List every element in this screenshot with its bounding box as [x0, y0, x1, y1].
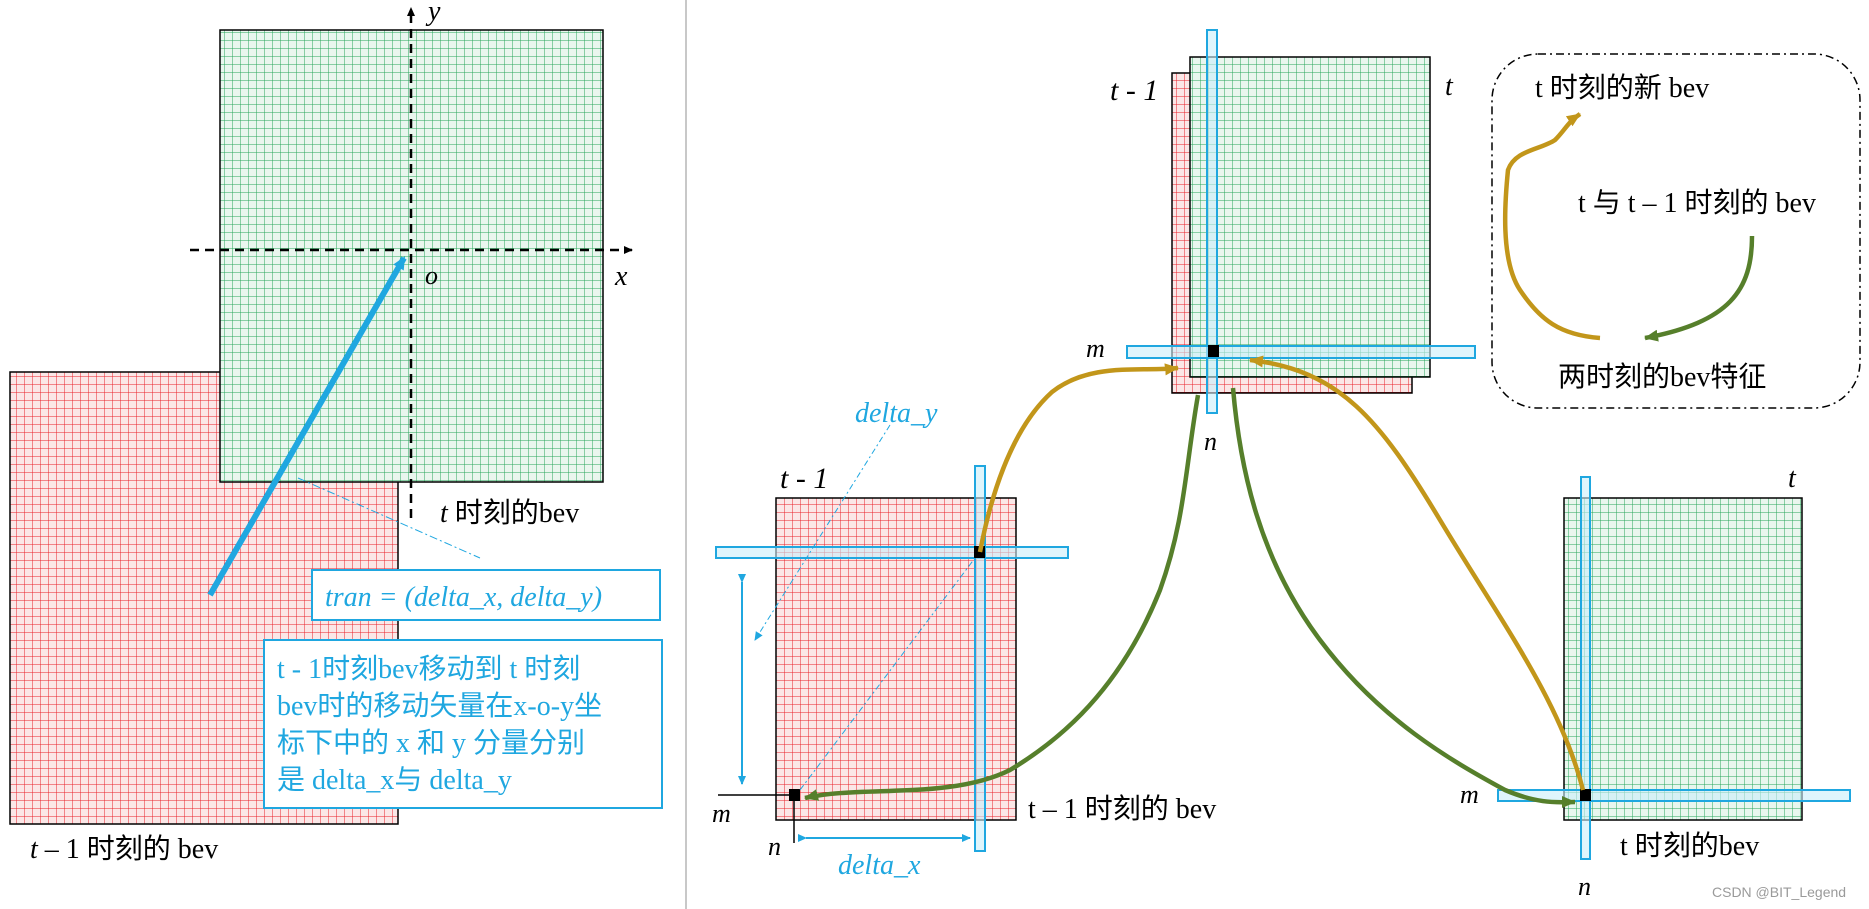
stack-green-bev-grid — [1189, 56, 1431, 378]
green-m-label: m — [1460, 780, 1479, 809]
stack-selected-cell — [1208, 345, 1219, 357]
y-axis-label: y — [425, 0, 441, 27]
leader-line — [297, 477, 481, 559]
red-row-strip — [715, 546, 1069, 559]
description-line: bev时的移动矢量在x-o-y坐 — [277, 690, 602, 722]
tran-label: tran = (delta_x, delta_y) — [325, 582, 602, 613]
description-box — [263, 639, 663, 809]
green-bev-caption: t 时刻的bev — [440, 497, 579, 529]
stack-label-t: t — [1445, 71, 1454, 102]
translation-vector — [207, 256, 407, 597]
red-title: t - 1 — [780, 462, 828, 495]
green-caption: t 时刻的bev — [1620, 830, 1759, 862]
red-caption: t – 1 时刻的 bev — [1028, 793, 1216, 825]
green-column-strip — [1580, 476, 1591, 860]
tran-box — [311, 569, 661, 621]
stack-n-label: n — [1204, 427, 1217, 456]
description-line: 是 delta_x与 delta_y — [277, 765, 512, 796]
right-panel: t - 1 t m n t - 1 t – 1 时刻的 bev m n delt… — [712, 29, 1861, 901]
green-n-label: n — [1578, 872, 1591, 901]
red-n-label: n — [768, 832, 781, 861]
olive-arrow-green-to-stack — [1249, 355, 1586, 791]
stack-row-strip — [1126, 345, 1476, 359]
red-column-strip — [974, 465, 986, 852]
stack-column-strip — [1206, 29, 1218, 414]
olive-arrow-red-to-stack — [977, 363, 1179, 553]
red-origin-cell — [789, 789, 800, 801]
red-m-label: m — [712, 799, 731, 828]
stack-m-label: m — [1086, 334, 1105, 363]
x-axis-label: x — [614, 261, 628, 292]
delta-y-leader — [754, 424, 891, 641]
legend-both-bev: t 与 t – 1 时刻的 bev — [1578, 187, 1816, 219]
stack-label-t-minus-1: t - 1 — [1110, 74, 1158, 107]
delta-y-label: delta_y — [855, 398, 938, 429]
legend-box — [1491, 53, 1861, 409]
green-row-strip — [1497, 789, 1851, 802]
green-title: t — [1788, 463, 1797, 494]
green-arrow-stack-to-green — [1230, 387, 1576, 809]
left-panel: y x o t 时刻的bev t – 1 时刻的 bev tran = (del… — [9, 0, 663, 865]
watermark: CSDN @BIT_Legend — [1712, 884, 1846, 900]
green-bev-grid-right — [1563, 497, 1803, 821]
legend-new-bev: t 时刻的新 bev — [1535, 72, 1709, 104]
red-diagonal-leader — [799, 557, 976, 791]
legend-olive-arrow — [1502, 112, 1601, 341]
red-target-cell — [974, 546, 985, 558]
delta-x-label: delta_x — [838, 850, 921, 881]
green-selected-cell — [1580, 789, 1591, 801]
origin-label: o — [425, 261, 438, 290]
legend-features: 两时刻的bev特征 — [1558, 361, 1766, 393]
description-line: t - 1时刻bev移动到 t 时刻 — [277, 653, 580, 685]
legend-green-arrow — [1644, 235, 1755, 342]
description-line: 标下中的 x 和 y 分量分别 — [277, 727, 585, 759]
red-bev-caption: t – 1 时刻的 bev — [30, 833, 218, 865]
green-arrow-stack-to-red — [804, 394, 1201, 801]
